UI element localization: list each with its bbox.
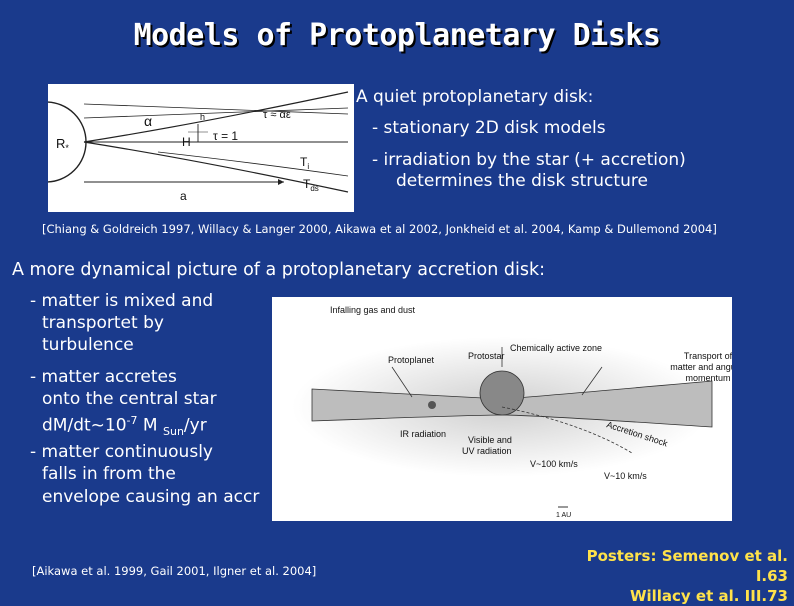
protostar-label: Protostar: [468, 351, 505, 361]
v100-label: V~100 km/s: [530, 459, 578, 469]
transport-label-3: momentum: [685, 373, 730, 383]
vis-label-1: Visible and: [468, 435, 512, 445]
tir-label: τ ≈ αε: [263, 109, 291, 121]
stellar-ray-2: [83, 107, 349, 119]
reference-list-2: [Aikawa et al. 1999, Gail 2001, Ilgner e…: [32, 564, 317, 578]
interior-layer: [157, 151, 349, 177]
quiet-heading: A quiet protoplanetary disk:: [356, 87, 594, 107]
dynamic-bullet-2b: onto the central star: [42, 389, 217, 409]
protostar-body: [479, 370, 525, 416]
quiet-bullet-2: - irradiation by the star (+ accretion): [372, 150, 686, 170]
accretion-rate: dM/dt~10-7 M Sun/yr: [42, 414, 207, 439]
dynamic-bullet-3b: falls in from the: [42, 464, 176, 484]
dynamic-bullet-1b: transportet by: [42, 313, 164, 333]
dynamic-bullet-1a: - matter is mixed and: [30, 291, 214, 311]
disk-surface-lower: [83, 141, 349, 193]
page-title: Models of Protoplanetary Disks: [133, 18, 661, 53]
dynamic-bullet-3a: - matter continuously: [30, 442, 213, 462]
dynamic-heading: A more dynamical picture of a protoplane…: [12, 260, 545, 280]
ti-label: Ti: [300, 155, 309, 171]
dynamic-bullet-2a: - matter accretes: [30, 367, 177, 387]
posters-line-1: Posters: Semenov et al. I.63: [586, 547, 788, 585]
v10-label: V~10 km/s: [604, 471, 647, 481]
posters-note: Posters: Semenov et al. I.63 Willacy et …: [566, 546, 788, 606]
posters-line-2: Willacy et al. III.73: [629, 587, 788, 605]
star-circle: [5, 101, 87, 183]
protoplanet-label: Protoplanet: [388, 355, 435, 365]
quiet-disk-diagram: R* α H τ = 1 τ ≈ αε Ti Tds a h: [5, 91, 349, 203]
quiet-bullet-2-cont: determines the disk structure: [396, 171, 648, 191]
rstar-label: R*: [56, 136, 69, 153]
disk-surface-upper: [83, 91, 349, 143]
transport-label-2: matter and angular: [670, 362, 732, 372]
infall-arrow-1: [391, 366, 413, 398]
au-label: 1 AU: [556, 512, 571, 519]
accretion-disk-figure: Infalling gas and dust Protoplanet Proto…: [272, 297, 746, 521]
stellar-ray-1: [83, 103, 349, 115]
h-small-label: h: [200, 112, 205, 122]
accretion-disk-diagram: Infalling gas and dust Protoplanet Proto…: [292, 305, 746, 519]
accretion-shock-line: [501, 406, 633, 454]
quiet-bullet-1: - stationary 2D disk models: [372, 118, 606, 138]
transport-label-1: Transport of: [684, 351, 732, 361]
alpha-label: α: [144, 113, 152, 129]
infall-label: Infalling gas and dust: [330, 305, 416, 315]
dynamic-bullet-3c: envelope causing an accr: [42, 487, 260, 507]
h-label: H: [182, 135, 191, 149]
tds-label: Tds: [303, 177, 319, 193]
chem-zone-label: Chemically active zone: [510, 343, 602, 353]
tau-label: τ = 1: [213, 129, 238, 143]
ir-label: IR radiation: [400, 429, 446, 439]
radius-arrowhead: [278, 179, 284, 185]
a-label: a: [180, 189, 187, 203]
dynamic-bullet-1c: turbulence: [42, 335, 134, 355]
infall-arrow-2: [581, 366, 603, 396]
quiet-disk-figure: R* α H τ = 1 τ ≈ αε Ti Tds a h: [5, 84, 354, 212]
vis-label-2: UV radiation: [462, 446, 512, 456]
protoplanet-dot: [428, 401, 436, 409]
reference-list-1: [Chiang & Goldreich 1997, Willacy & Lang…: [42, 222, 717, 236]
